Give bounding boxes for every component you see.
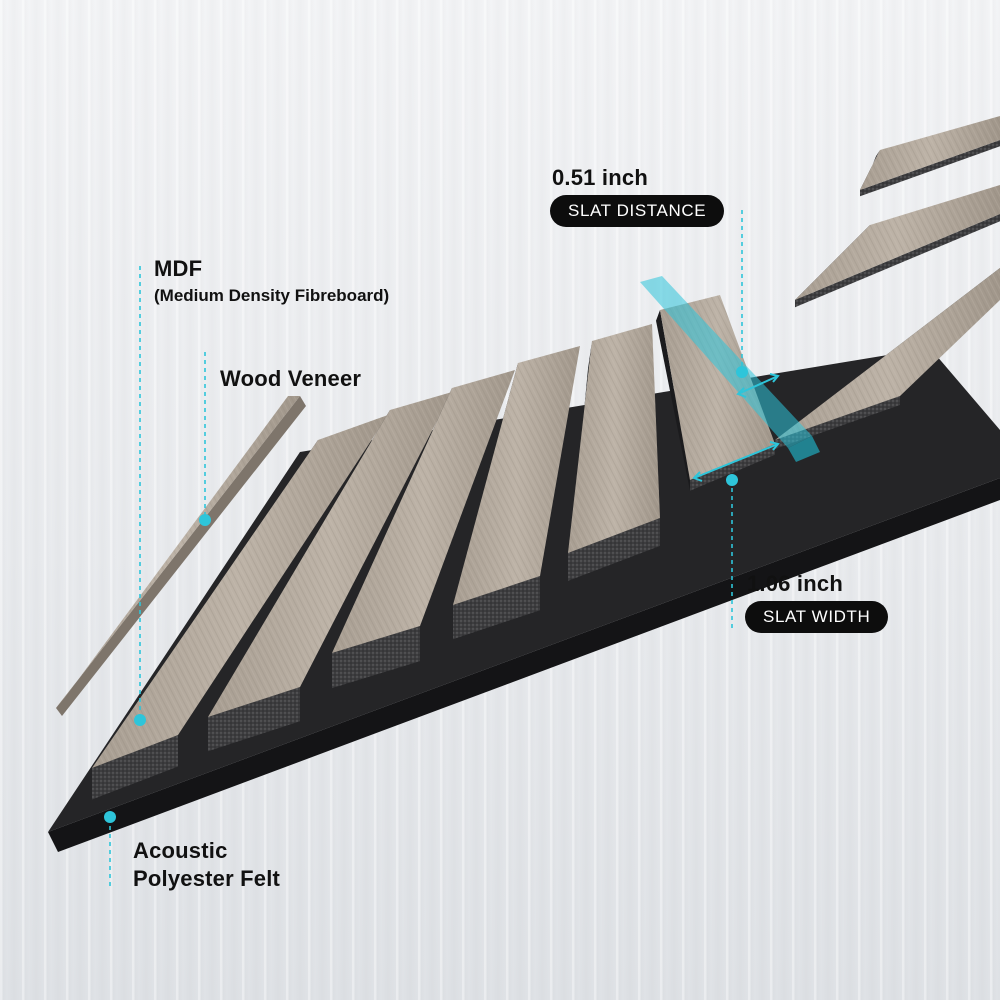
mdf-title: MDF — [154, 256, 202, 282]
slat-top-grain — [568, 324, 660, 553]
felt-label-line2: Polyester Felt — [133, 866, 280, 892]
mdf-marker-dot — [134, 714, 146, 726]
slat-8 — [795, 185, 1000, 307]
width-marker-dot — [726, 474, 738, 486]
felt-label-line1: Acoustic — [133, 838, 228, 864]
veneer-marker-dot — [199, 514, 211, 526]
slat-5 — [568, 324, 660, 581]
slat-top-grain — [795, 185, 1000, 300]
slat-width-badge: SLAT WIDTH — [745, 601, 888, 633]
slat-9 — [860, 116, 1000, 196]
slat-width-value: 1.06 inch — [747, 571, 843, 597]
felt-marker-dot — [104, 811, 116, 823]
distance-marker-dot — [736, 366, 748, 378]
veneer-label: Wood Veneer — [220, 366, 361, 392]
mdf-subtitle: (Medium Density Fibreboard) — [154, 286, 389, 306]
slat-distance-value: 0.51 inch — [552, 165, 648, 191]
slat-distance-badge: SLAT DISTANCE — [550, 195, 724, 227]
